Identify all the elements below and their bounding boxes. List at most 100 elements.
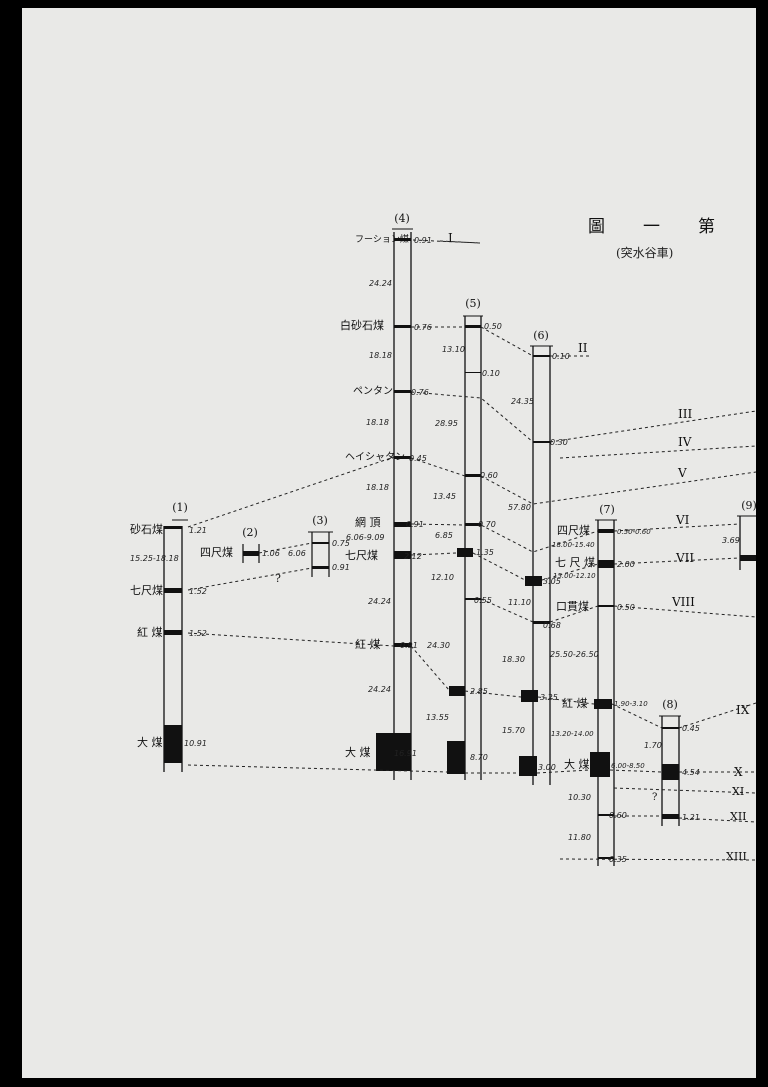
horizon-XI: XI xyxy=(732,785,744,798)
c4-num-2: 0.76 xyxy=(414,323,432,332)
horizon-I: I xyxy=(448,231,453,245)
c9-num-0: 3.69 xyxy=(722,536,740,545)
column-6-id: (6) xyxy=(533,329,549,342)
c4-num-12: 0.91 xyxy=(400,641,418,650)
c5-num-1: 13.10 xyxy=(442,345,465,354)
c5-num-14: 8.70 xyxy=(470,753,488,762)
c7-num-0: 0.50-0.60 xyxy=(617,528,651,536)
c6-num-9: 15.70 xyxy=(502,726,525,735)
column-9: (9) 3.69 xyxy=(722,499,757,570)
horizon-VI: VI xyxy=(675,513,690,527)
c2-num-0: 1.06 xyxy=(262,549,280,558)
c7-num-6: 1.90-3.10 xyxy=(614,700,648,708)
c5-num-2: 0.10 xyxy=(482,369,500,378)
column-2-id: (2) xyxy=(242,526,258,539)
c8-num-2: 4.54 xyxy=(682,768,700,777)
c4-num-0: 0.91 xyxy=(414,236,432,245)
c8-num-3: 1.21 xyxy=(682,813,700,822)
horizon-II: II xyxy=(578,341,588,355)
horizon-VIII: VIII xyxy=(671,595,695,609)
c4-num-9: 6.06-9.09 xyxy=(346,533,385,542)
column-9-id: (9) xyxy=(741,499,757,512)
horizon-IX: IX xyxy=(736,703,750,717)
c1-num-1: 15.25-18.18 xyxy=(130,554,179,563)
c7-num-3: 15.00-12.10 xyxy=(553,572,596,580)
column-4-id: (4) xyxy=(394,212,410,225)
column-6: (6) 0.10 24.35 0.30 57.80 3.05 11.10 0.6… xyxy=(502,329,570,785)
column-4: (4) フーション煤 白砂石煤 ペンタン ヘイシャタン 網 頂 七尺煤 紅 煤 … xyxy=(340,212,432,780)
column-1-id: (1) xyxy=(172,501,188,514)
c7-seam-red: 紅 煤 xyxy=(562,697,588,710)
c1-seam-big: 大 煤 xyxy=(137,735,163,749)
c6-num-0: 0.10 xyxy=(552,352,570,361)
c6-num-5: 11.10 xyxy=(508,598,531,607)
c6-num-10: 3.00 xyxy=(538,763,556,772)
uncertain-mark-1: ? xyxy=(275,572,281,585)
column-8: (8) 0.45 1.70 4.54 1.21 xyxy=(644,698,700,826)
column-7: (7) 四尺煤 七 尺 煤 口貫煤 紅 煤 大 煤 0.50-0.60 18.0… xyxy=(550,503,651,866)
c1-num-4: 10.91 xyxy=(184,739,207,748)
c7-num-5: 25.50-26.50 xyxy=(550,650,599,659)
column-7-id: (7) xyxy=(599,503,615,516)
c4-seam-big: 大 煤 xyxy=(345,745,371,759)
c6-num-2: 0.30 xyxy=(550,438,568,447)
c7-num-11: 11.80 xyxy=(568,833,591,842)
c4-seam-heishatan: ヘイシャタン xyxy=(345,451,405,463)
c7-seam-kouguan: 口貫煤 xyxy=(556,600,589,613)
c6-num-4: 3.05 xyxy=(543,577,561,586)
c1-num-3: 1.52 xyxy=(189,629,207,638)
horizon-IV: IV xyxy=(678,435,692,449)
c7-num-4: 0.50 xyxy=(617,603,635,612)
c5-num-8: 1.35 xyxy=(476,548,494,557)
c1-num-2: 1.52 xyxy=(189,587,207,596)
c1-seam-sandstone: 砂石煤 xyxy=(130,523,163,536)
c5-num-13: 13.55 xyxy=(426,713,449,722)
c8-num-1: 1.70 xyxy=(644,741,662,750)
c6-num-1: 24.35 xyxy=(511,397,534,406)
correlation-lines xyxy=(187,239,757,861)
c7-num-1: 18.00-15.40 xyxy=(552,541,595,549)
c5-num-11: 24.30 xyxy=(427,641,450,650)
horizon-labels: I II III IV V VI VII VIII IX X XI XII XI… xyxy=(448,231,750,863)
column-8-id: (8) xyxy=(662,698,678,711)
c1-num-0: 1.21 xyxy=(189,526,207,535)
c5-num-4: 0.60 xyxy=(480,471,498,480)
horizon-III: III xyxy=(678,407,692,421)
title-char-3: 圖 xyxy=(588,217,605,237)
c3-num-1: 0.91 xyxy=(332,563,350,572)
column-5-id: (5) xyxy=(465,297,481,310)
column-2: (2) 四尺煤 1.06 6.06 xyxy=(200,526,306,563)
c5-num-12: 2.85 xyxy=(470,687,488,696)
column-5: (5) 0.50 13.10 0.10 28.95 0.60 13.45 0.7… xyxy=(426,297,502,780)
column-3-id: (3) xyxy=(312,514,328,527)
c2-num-1: 6.06 xyxy=(288,549,306,558)
c8-num-0: 0.45 xyxy=(682,724,700,733)
c7-num-8: 6.00-8.50 xyxy=(611,762,645,770)
horizon-XIII: XIII xyxy=(726,850,747,863)
c6-num-3: 57.80 xyxy=(508,503,531,512)
c4-num-11: 24.24 xyxy=(368,597,391,606)
c4-seam-roof: 網 頂 xyxy=(355,515,381,529)
c5-num-6: 0.70 xyxy=(478,520,496,529)
c5-num-10: 0.55 xyxy=(474,596,492,605)
c7-num-9: 10.30 xyxy=(568,793,591,802)
c4-num-13: 24.24 xyxy=(368,685,391,694)
c6-num-7: 18.30 xyxy=(502,655,525,664)
c4-num-1: 24.24 xyxy=(369,279,392,288)
horizon-XII: XII xyxy=(730,810,747,823)
c6-num-8: 3.25 xyxy=(540,693,558,702)
c4-num-8: 0.91 xyxy=(406,520,424,529)
c4-num-7: 18.18 xyxy=(366,483,389,492)
c2-seam-four-foot: 四尺煤 xyxy=(200,546,233,559)
c7-num-2: 2.00 xyxy=(617,560,635,569)
c6-num-6: 0.68 xyxy=(543,621,561,630)
c7-num-7: 13.20-14.00 xyxy=(551,730,594,738)
c7-seam-big: 大 煤 xyxy=(564,757,590,771)
c4-num-6: 0.45 xyxy=(409,454,427,463)
c4-seam-fushun: フーション煤 xyxy=(355,233,409,245)
c5-num-7: 6.85 xyxy=(435,531,453,540)
c4-num-10: 2.12 xyxy=(404,552,422,561)
c1-seam-seven-foot: 七尺煤 xyxy=(130,584,163,597)
horizon-V: V xyxy=(677,466,687,480)
c4-num-14: 16.91 xyxy=(394,749,417,758)
